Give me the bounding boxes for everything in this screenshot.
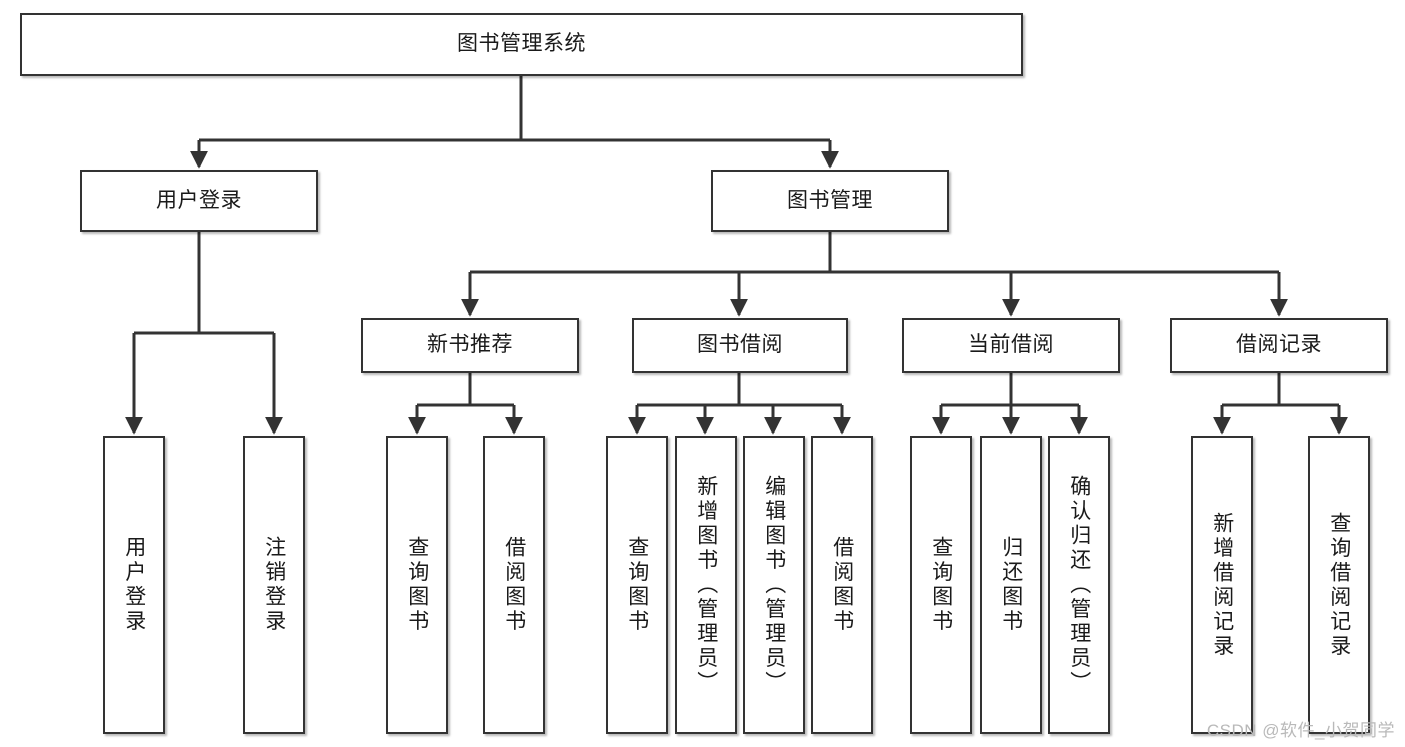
node-leaf-query-borrow-record-label: 查询借阅记录 (1327, 511, 1351, 659)
node-book-borrow[interactable]: 图书借阅 (632, 318, 848, 373)
node-leaf-query-book-1-label: 查询图书 (405, 536, 429, 634)
node-borrow-record[interactable]: 借阅记录 (1170, 318, 1388, 373)
node-leaf-return-book-label: 归还图书 (999, 536, 1023, 634)
node-new-book-recommend-label: 新书推荐 (427, 333, 513, 357)
node-user-login[interactable]: 用户登录 (80, 170, 318, 232)
node-leaf-query-book-3-label: 查询图书 (929, 536, 953, 634)
node-leaf-query-book-2-label: 查询图书 (625, 536, 649, 634)
node-current-borrow[interactable]: 当前借阅 (902, 318, 1120, 373)
node-borrow-record-label: 借阅记录 (1236, 333, 1322, 357)
node-book-manage[interactable]: 图书管理 (711, 170, 949, 232)
node-leaf-user-login[interactable]: 用户登录 (103, 436, 165, 734)
node-leaf-confirm-return-admin[interactable]: 确认归还（管理员） (1048, 436, 1110, 734)
node-leaf-query-book-2[interactable]: 查询图书 (606, 436, 668, 734)
node-leaf-edit-book-admin[interactable]: 编辑图书（管理员） (743, 436, 805, 734)
node-leaf-logout-login[interactable]: 注销登录 (243, 436, 305, 734)
node-user-login-label: 用户登录 (156, 188, 242, 212)
csdn-watermark: CSDN @软件_小贺同学 (1206, 721, 1395, 740)
node-new-book-recommend[interactable]: 新书推荐 (361, 318, 579, 373)
node-leaf-borrow-book-1[interactable]: 借阅图书 (483, 436, 545, 734)
node-leaf-logout-login-label: 注销登录 (262, 536, 286, 634)
node-leaf-query-book-3[interactable]: 查询图书 (910, 436, 972, 734)
node-leaf-borrow-book-2-label: 借阅图书 (830, 536, 854, 634)
node-leaf-return-book[interactable]: 归还图书 (980, 436, 1042, 734)
node-book-manage-label: 图书管理 (787, 188, 873, 212)
node-current-borrow-label: 当前借阅 (968, 333, 1054, 357)
node-leaf-confirm-return-admin-label: 确认归还（管理员） (1067, 474, 1091, 696)
node-book-borrow-label: 图书借阅 (697, 333, 783, 357)
node-root[interactable]: 图书管理系统 (20, 13, 1023, 76)
node-leaf-query-borrow-record[interactable]: 查询借阅记录 (1308, 436, 1370, 734)
node-leaf-edit-book-admin-label: 编辑图书（管理员） (762, 474, 786, 696)
node-leaf-borrow-book-2[interactable]: 借阅图书 (811, 436, 873, 734)
node-leaf-user-login-label: 用户登录 (122, 536, 146, 634)
node-leaf-add-borrow-record[interactable]: 新增借阅记录 (1191, 436, 1253, 734)
node-leaf-borrow-book-1-label: 借阅图书 (502, 536, 526, 634)
node-leaf-add-borrow-record-label: 新增借阅记录 (1210, 511, 1234, 659)
node-leaf-add-book-admin-label: 新增图书（管理员） (694, 474, 718, 696)
node-root-label: 图书管理系统 (457, 32, 586, 56)
node-leaf-query-book-1[interactable]: 查询图书 (386, 436, 448, 734)
node-leaf-add-book-admin[interactable]: 新增图书（管理员） (675, 436, 737, 734)
